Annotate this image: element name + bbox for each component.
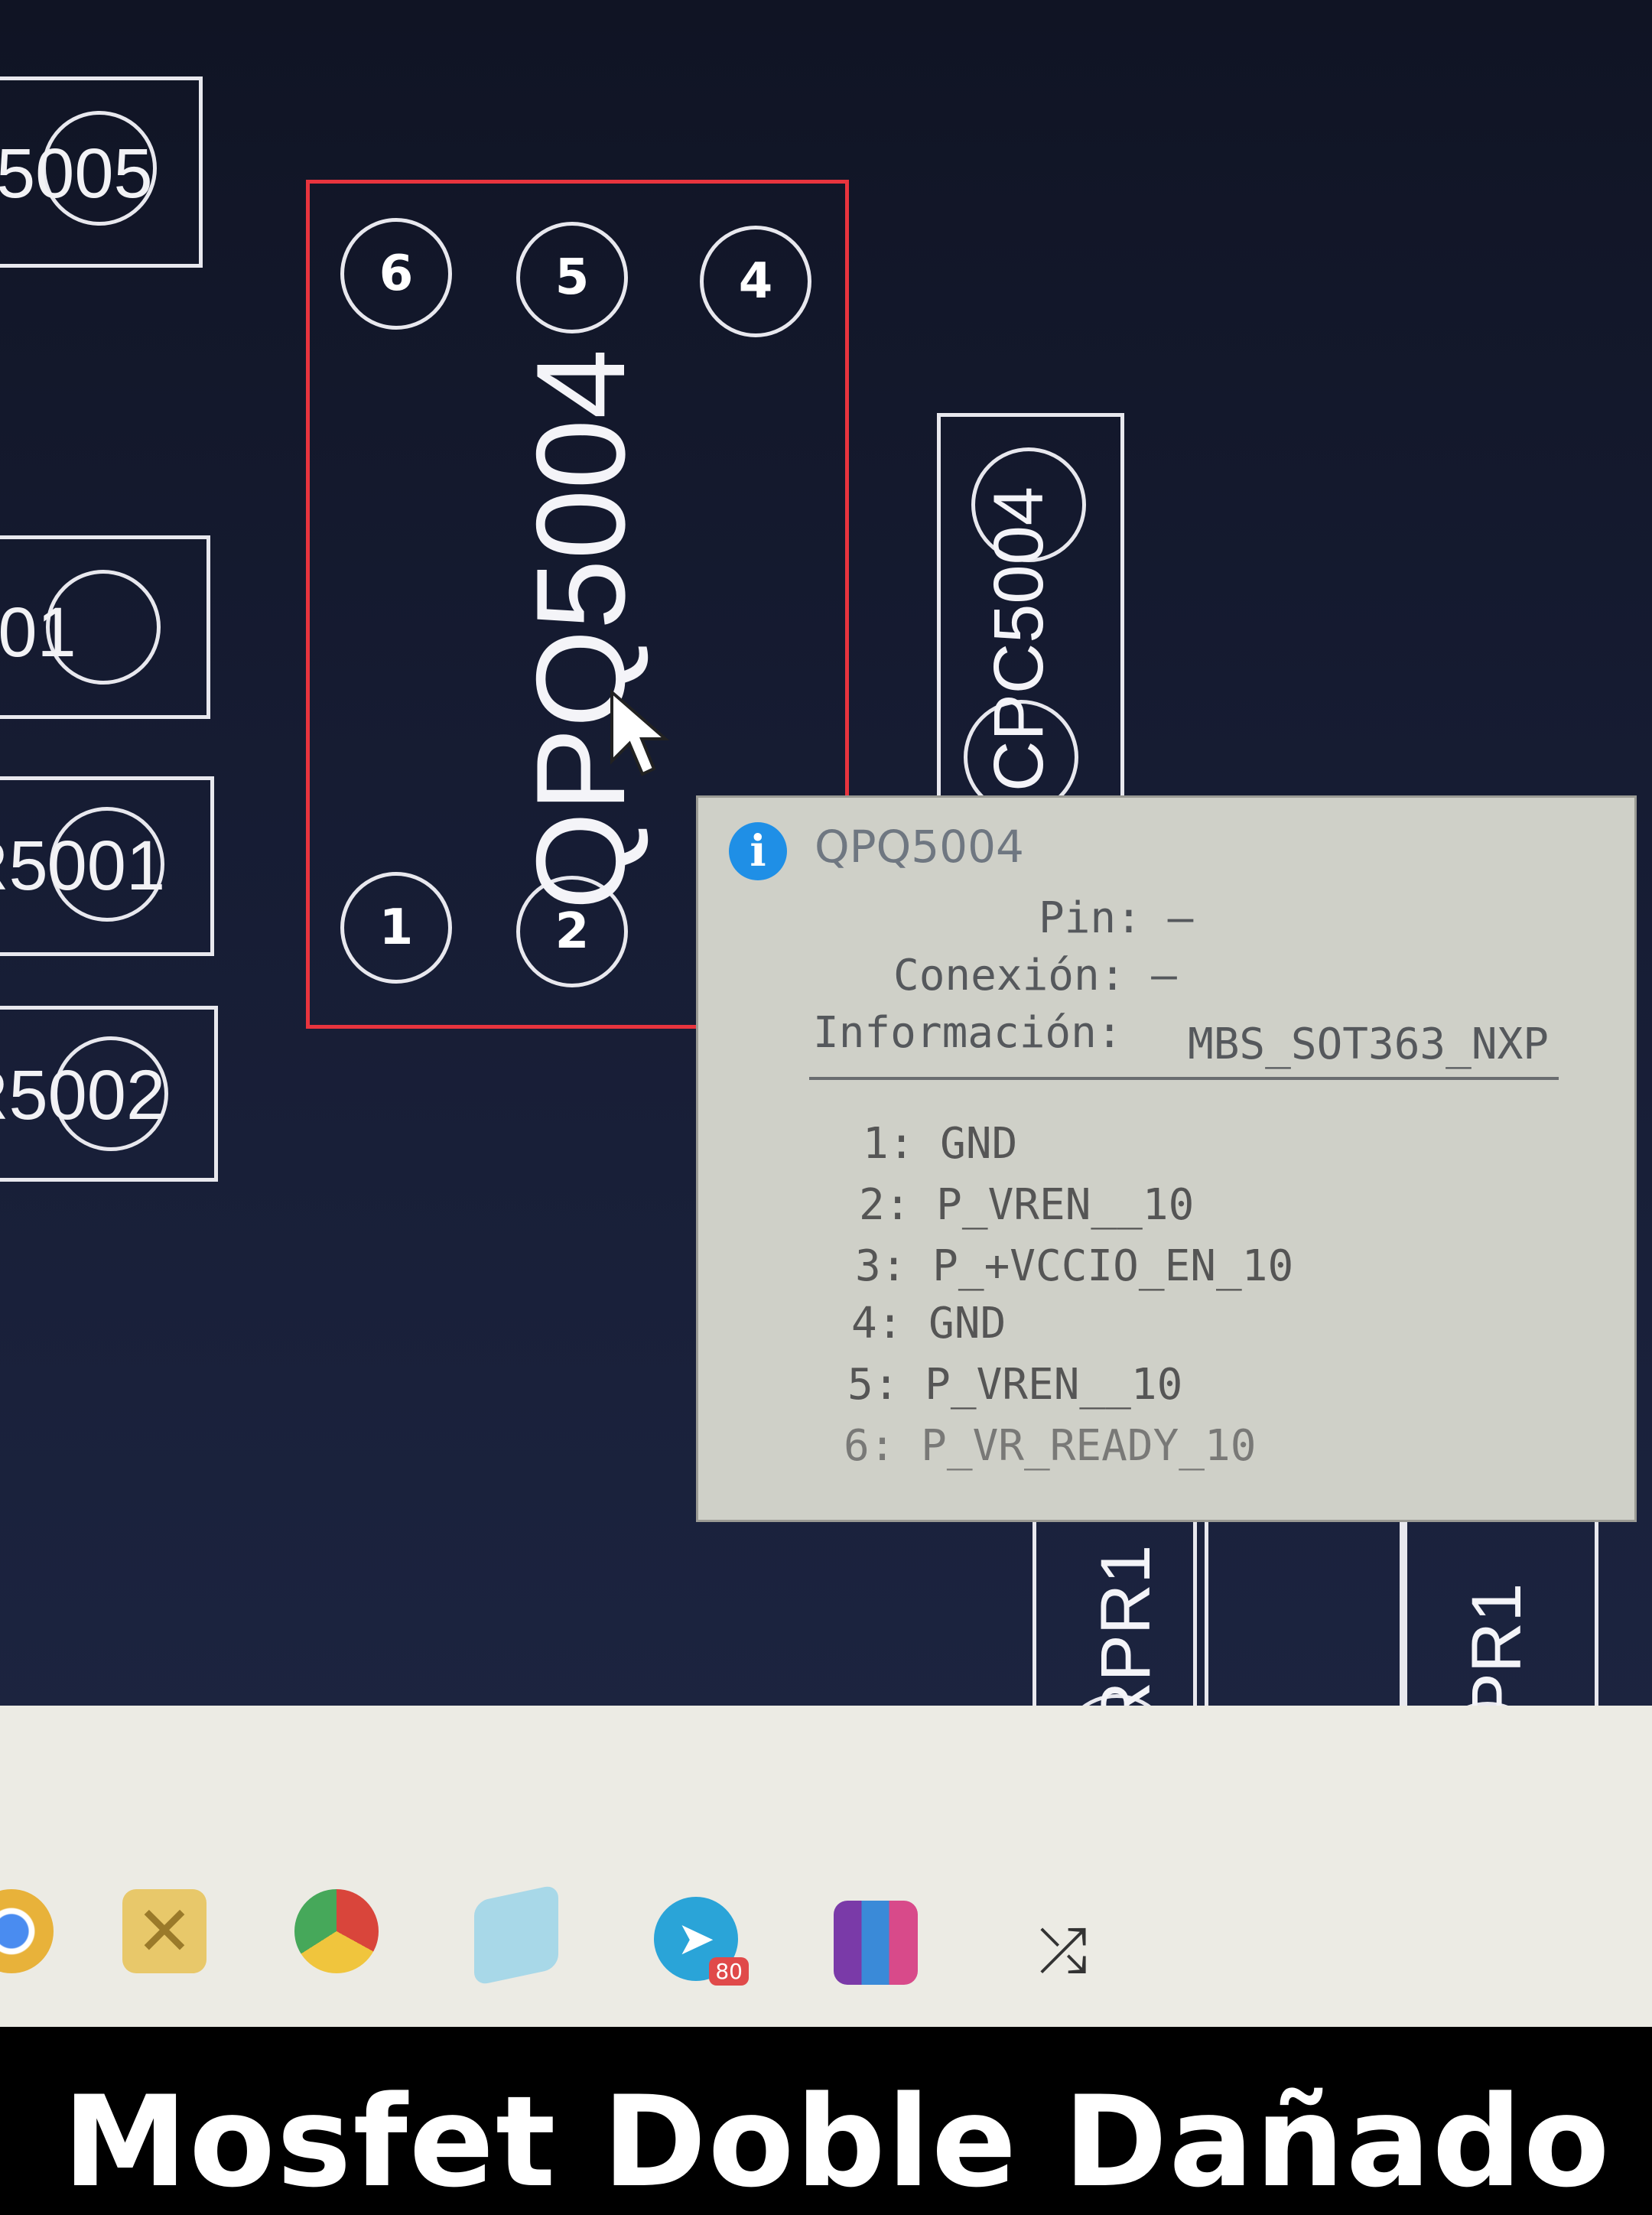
mouse-cursor-icon <box>610 688 669 776</box>
info-icon: i <box>729 822 787 880</box>
pin-2[interactable]: 2 <box>516 876 628 987</box>
pin-4[interactable]: 4 <box>700 226 811 337</box>
notification-badge: 80 <box>709 1957 749 1986</box>
component-tooltip: i QPQ5004 Pin: – Conexión: – Información… <box>696 795 1637 1522</box>
chrome-profile-icon[interactable] <box>294 1889 379 1973</box>
tooltip-info-label: Información: <box>813 1008 1123 1058</box>
component-ref-label: RPR1 <box>1087 1544 1165 1732</box>
component-ref: 5005 <box>0 135 153 213</box>
tooltip-title: QPQ5004 <box>815 821 1024 873</box>
component-box[interactable]: 5001 <box>0 535 210 719</box>
winrar-icon[interactable] <box>834 1901 918 1985</box>
tooltip-connection: Conexión: – <box>893 951 1177 1000</box>
component-ref: 5001 <box>0 594 76 672</box>
component-box[interactable]: R5001 <box>0 776 214 956</box>
tooltip-pin-row: 1: GND <box>863 1119 1018 1169</box>
component-ref: R5001 <box>0 827 166 905</box>
component-box[interactable]: 5005 <box>0 76 203 268</box>
app-icon[interactable] <box>474 1884 558 1986</box>
tooltip-divider <box>809 1077 1559 1080</box>
chrome-icon[interactable] <box>0 1889 54 1973</box>
component-ref: R5002 <box>0 1056 166 1134</box>
taskbar: ✕ ➤ 80 ⤮ <box>0 1706 1652 2027</box>
pin-1[interactable]: 1 <box>340 872 452 984</box>
component-ref-label: CPC5004 <box>980 486 1058 792</box>
pin-circle <box>54 1036 168 1151</box>
pin-circle <box>971 447 1086 562</box>
tooltip-pin: Pin: – <box>1039 893 1194 943</box>
schematic-canvas[interactable]: 5005 5001 R5001 R5002 6 5 4 1 2 QPQ5004 … <box>0 0 1652 1759</box>
tooltip-pin-row: 5: P_VREN__10 <box>847 1360 1183 1410</box>
pin-circle <box>50 807 164 922</box>
tooltip-info-value: MBS_SOT363_NXP <box>1188 1020 1550 1069</box>
pin-5[interactable]: 5 <box>516 222 628 333</box>
component-box[interactable]: R5002 <box>0 1006 218 1182</box>
shuffle-icon[interactable]: ⤮ <box>1039 1914 1088 1986</box>
video-caption: Mosfet Doble Dañado <box>63 2069 1611 2215</box>
tooltip-pin-row: 4: GND <box>851 1299 1006 1348</box>
telegram-icon[interactable]: ➤ 80 <box>654 1897 749 1986</box>
tooltip-pin-row: 3: P_+VCCIO_EN_10 <box>855 1241 1294 1291</box>
tooltip-pin-row: 2: P_VREN__10 <box>859 1180 1195 1230</box>
xampp-icon[interactable]: ✕ <box>122 1889 206 1973</box>
pin-6[interactable]: 6 <box>340 218 452 330</box>
pin-circle <box>42 111 157 226</box>
selected-component-qpq5004[interactable]: 6 5 4 1 2 QPQ5004 <box>306 180 849 1029</box>
component-cpc5004[interactable]: CPC5004 <box>937 413 1124 818</box>
pin-circle <box>46 570 161 685</box>
component-ref-label: QPQ5004 <box>510 349 651 910</box>
tooltip-pin-row: 6: P_VR_READY_10 <box>844 1421 1257 1471</box>
